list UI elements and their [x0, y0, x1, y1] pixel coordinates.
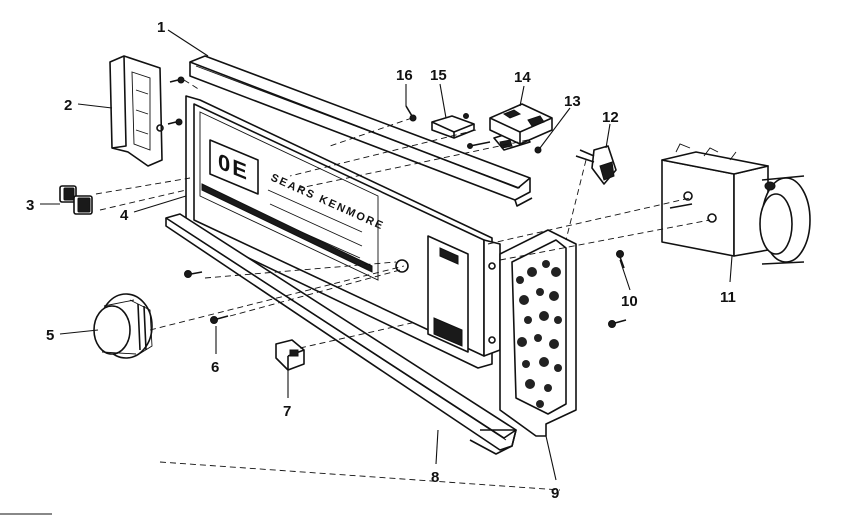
callout-6: 6 — [211, 359, 219, 376]
callout-9: 9 — [551, 485, 559, 502]
digital-display-window: 0E — [209, 139, 259, 195]
part-15-clip — [431, 113, 475, 139]
callout-4: 4 — [120, 207, 129, 224]
part-6-screw — [210, 315, 229, 324]
part-8-bottom-trim — [165, 213, 517, 455]
callout-leader-lines — [40, 29, 733, 481]
callout-labels: 1 2 3 4 5 6 7 8 9 10 11 12 13 14 15 16 — [26, 19, 736, 502]
callout-10: 10 — [621, 293, 638, 310]
part-14-relay-bracket — [489, 103, 553, 145]
callout-7: 7 — [283, 403, 291, 420]
callout-2: 2 — [64, 97, 72, 114]
part-10-screws — [608, 250, 627, 328]
screw-set-top-left — [167, 76, 185, 126]
part-7-clip — [275, 339, 305, 371]
part-1-top-trim — [189, 55, 533, 207]
part-5-control-knob — [93, 293, 153, 359]
callout-3: 3 — [26, 197, 34, 214]
callout-16: 16 — [396, 67, 413, 84]
callout-12: 12 — [602, 109, 619, 126]
assembly-guide-lines — [95, 79, 711, 491]
callout-11: 11 — [720, 289, 736, 306]
part-16-screw — [405, 105, 417, 122]
callout-13: 13 — [564, 93, 581, 110]
callout-8: 8 — [431, 469, 439, 486]
screw-lower-left — [184, 270, 203, 278]
callout-5: 5 — [46, 327, 54, 344]
part-4-control-panel: 0E SEARS KENMORE — [185, 95, 501, 369]
callout-1: 1 — [157, 19, 165, 36]
part-2-left-end-cap — [109, 55, 164, 167]
part-11-timer-assembly — [661, 143, 811, 265]
part-9-textured-insert — [499, 229, 577, 437]
callout-15: 15 — [430, 67, 447, 84]
part-12-switch — [575, 145, 617, 185]
callout-14: 14 — [514, 69, 531, 86]
part-3-push-buttons — [59, 185, 93, 215]
